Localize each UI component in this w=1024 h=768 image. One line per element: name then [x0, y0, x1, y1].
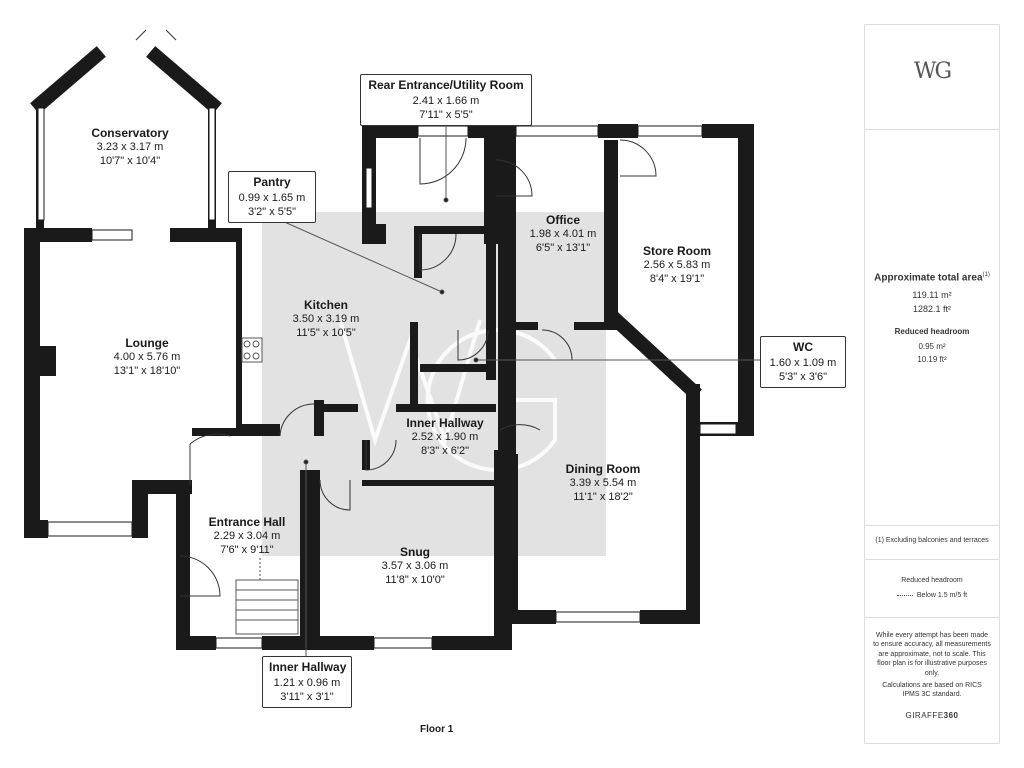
room-metric: 2.29 x 3.04 m [213, 530, 281, 542]
room-imperial: 5'3" x 3'6" [778, 370, 828, 383]
reduced-m2: 0.95 m² [918, 342, 946, 351]
room-metric: 3.23 x 3.17 m [96, 141, 164, 153]
wg-logo: WG [913, 59, 952, 84]
stairs [235, 579, 299, 635]
brand-number: 360 [943, 711, 959, 720]
room-name: Dining Room [565, 462, 641, 476]
room-lounge: Lounge 4.00 x 5.76 m 13'1" x 18'10" [114, 336, 181, 379]
room-name: Inner Hallway [269, 660, 347, 674]
area-title: Approximate total area [874, 272, 983, 284]
room-metric: 4.00 x 5.76 m [113, 351, 181, 363]
panel-divider [865, 525, 999, 526]
room-imperial: 8'3" x 6'2" [420, 444, 470, 457]
room-name: Pantry [253, 175, 291, 189]
room-name: Store Room [642, 244, 712, 258]
room-store-room: Store Room 2.56 x 5.83 m 8'4" x 19'1" [643, 244, 711, 287]
panel-divider [865, 617, 999, 618]
area-title-row: Approximate total area(1) [865, 271, 999, 285]
room-imperial: 11'8" x 10'0" [385, 573, 445, 586]
room-conservatory: Conservatory 3.23 x 3.17 m 10'7" x 10'4" [91, 126, 168, 169]
room-office: Office 1.98 x 4.01 m 6'5" x 13'1" [530, 213, 597, 256]
area-ft2: 1282.1 ft² [912, 304, 952, 314]
info-panel: WG Approximate total area(1) 119.11 m² 1… [864, 24, 1000, 744]
room-name: Lounge [125, 336, 169, 350]
legend-row: Below 1.5 m/5 ft [865, 591, 999, 600]
callout-inner-hallway-small: Inner Hallway 1.21 x 0.96 m 3'11" x 3'1" [262, 656, 352, 709]
disclaimer: While every attempt has been made to ens… [873, 632, 991, 677]
callout-pantry: Pantry 0.99 x 1.65 m 3'2" x 5'5" [228, 171, 316, 224]
area-footnote-mark: (1) [982, 272, 990, 278]
room-metric: 2.52 x 1.90 m [411, 431, 479, 443]
room-inner-hallway-main: Inner Hallway 2.52 x 1.90 m 8'3" x 6'2" [406, 416, 483, 459]
room-metric: 1.60 x 1.09 m [769, 356, 837, 369]
room-name: Entrance Hall [208, 515, 286, 529]
angled-walls [30, 46, 702, 400]
room-imperial: 6'5" x 13'1" [535, 241, 591, 254]
room-name: Kitchen [303, 298, 348, 312]
room-name: WC [793, 340, 813, 354]
room-name: Conservatory [91, 126, 169, 140]
room-metric: 3.50 x 3.19 m [292, 313, 360, 325]
room-imperial: 10'7" x 10'4" [99, 154, 161, 167]
hob [241, 337, 263, 363]
room-metric: 3.39 x 5.54 m [569, 477, 637, 489]
room-imperial: 11'5" x 10'5" [296, 326, 356, 339]
panel-divider [865, 129, 999, 130]
room-entrance-hall: Entrance Hall 2.29 x 3.04 m 7'6" x 9'11" [209, 515, 286, 558]
room-imperial: 13'1" x 18'10" [113, 364, 181, 377]
panel-divider [865, 559, 999, 560]
legend-item: Below 1.5 m/5 ft [916, 592, 968, 599]
brand-name: GIRAFFE [905, 711, 944, 720]
room-dining-room: Dining Room 3.39 x 5.54 m 11'1" x 18'2" [566, 462, 641, 505]
room-name: Inner Hallway [406, 416, 484, 430]
room-metric: 3.57 x 3.06 m [381, 560, 449, 572]
floor-label: Floor 1 [420, 724, 454, 735]
callout-wc: WC 1.60 x 1.09 m 5'3" x 3'6" [760, 336, 846, 389]
room-imperial: 11'1" x 18'2" [573, 490, 633, 503]
room-imperial: 3'2" x 5'5" [247, 205, 297, 218]
area-footnote: (1) Excluding balconies and terraces [875, 537, 989, 544]
room-imperial: 7'6" x 9'11" [220, 543, 274, 556]
room-imperial: 7'11" x 5'5" [419, 108, 473, 121]
room-imperial: 8'4" x 19'1" [649, 272, 705, 285]
pointer-lines [261, 118, 760, 660]
dotted-line-swatch [896, 594, 913, 596]
windows [37, 107, 737, 649]
room-snug: Snug 3.57 x 3.06 m 11'8" x 10'0" [382, 545, 449, 588]
callout-rear-entrance: Rear Entrance/Utility Room 2.41 x 1.66 m… [360, 74, 532, 127]
room-kitchen: Kitchen 3.50 x 3.19 m 11'5" x 10'5" [293, 298, 360, 341]
room-metric: 2.56 x 5.83 m [643, 259, 711, 271]
legend-title: Reduced headroom [901, 577, 963, 584]
reduced-ft2: 10.19 ft² [917, 355, 947, 364]
reduced-title: Reduced headroom [894, 327, 970, 336]
room-metric: 1.98 x 4.01 m [529, 228, 597, 240]
room-metric: 1.21 x 0.96 m [273, 676, 341, 689]
room-name: Office [545, 213, 580, 227]
area-m2: 119.11 m² [912, 290, 952, 300]
room-metric: 2.41 x 1.66 m [412, 94, 480, 107]
calc-note: Calculations are based on RICS IPMS 3C s… [882, 682, 982, 699]
room-name: Snug [400, 545, 430, 559]
brand-logo: GIRAFFE360 [865, 711, 999, 722]
room-name: Rear Entrance/Utility Room [368, 78, 524, 92]
room-imperial: 3'11" x 3'1" [280, 690, 334, 703]
reduced-headroom-dotted [236, 556, 261, 581]
room-metric: 0.99 x 1.65 m [238, 191, 306, 204]
door-swings [135, 29, 657, 597]
